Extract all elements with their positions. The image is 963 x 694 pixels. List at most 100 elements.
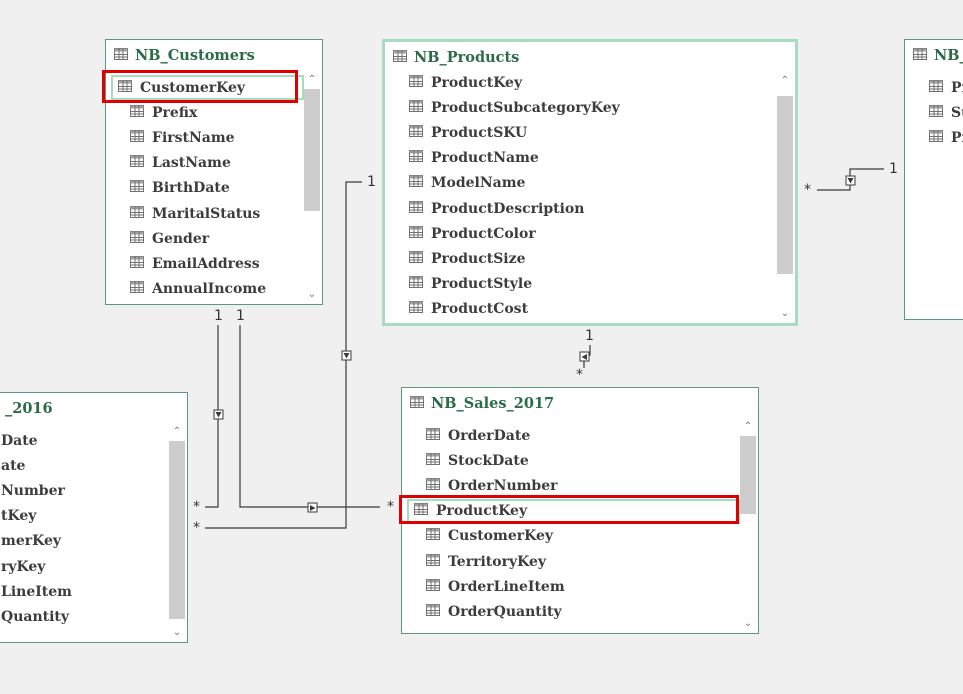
field-row[interactable]: AnnualIncome (106, 277, 304, 302)
field-row[interactable]: tKey (0, 504, 169, 529)
field-grid-icon (929, 129, 943, 146)
field-list: PrSuPr (905, 75, 963, 319)
field-row[interactable]: ate (0, 453, 169, 478)
field-row[interactable]: CustomerKey (402, 524, 740, 549)
field-row[interactable]: ProductKey (385, 70, 777, 95)
chevron-up-icon[interactable]: ⌃ (743, 420, 753, 432)
table-card-header[interactable]: NB_ (905, 40, 963, 70)
field-name: OrderLineItem (448, 578, 565, 595)
field-grid-icon (426, 452, 440, 465)
field-row[interactable]: LastName (106, 151, 304, 176)
field-row[interactable]: ProductColor (385, 221, 777, 246)
field-row[interactable]: OrderQuantity (402, 599, 740, 624)
field-grid-icon (130, 255, 144, 272)
cardinality-one-label: 1 (214, 308, 223, 324)
vertical-scrollbar[interactable]: ⌃ ⌄ (169, 423, 185, 640)
field-grid-icon (409, 225, 423, 242)
field-grid-icon (426, 477, 440, 490)
field-grid-icon (409, 250, 423, 267)
field-name: FirstName (152, 129, 235, 146)
field-grid-icon (130, 281, 144, 297)
scrollbar-thumb[interactable] (740, 436, 756, 514)
chevron-down-icon[interactable]: ⌄ (307, 288, 317, 300)
field-row[interactable]: ProductDescription (385, 196, 777, 221)
vertical-scrollbar[interactable]: ⌃ ⌄ (740, 418, 756, 631)
field-grid-icon (409, 301, 423, 317)
chevron-up-icon[interactable]: ⌃ (780, 74, 790, 86)
field-name: ProductKey (431, 74, 523, 91)
field-row[interactable]: BirthDate (106, 176, 304, 201)
field-grid-icon (130, 104, 144, 121)
field-grid-icon (130, 104, 144, 117)
field-row[interactable]: ModelName (385, 171, 777, 196)
field-row[interactable]: EmailAddress (106, 251, 304, 276)
relationship-line-customers-sales2016 (205, 325, 219, 508)
cardinality-many-label: * (804, 182, 811, 198)
field-name: Date (1, 432, 38, 449)
field-name: OrderNumber (448, 477, 558, 494)
chevron-up-icon[interactable]: ⌃ (172, 425, 182, 437)
chevron-down-icon[interactable]: ⌄ (172, 626, 182, 638)
field-row[interactable]: LineItem (0, 579, 169, 604)
field-row[interactable]: ProductCost (385, 297, 777, 322)
field-row[interactable]: Quantity (0, 604, 169, 629)
table-card-header[interactable]: NB_Sales_2017 (402, 388, 758, 418)
field-row[interactable]: Pr (905, 125, 963, 150)
field-row[interactable]: ProductSKU (385, 120, 777, 145)
field-row[interactable]: Gender (106, 226, 304, 251)
table-card-header[interactable]: NB_Customers (106, 40, 322, 70)
field-row[interactable]: Number (0, 478, 169, 503)
field-row[interactable]: MaritalStatus (106, 201, 304, 226)
table-card-header[interactable]: _2016 (0, 393, 187, 423)
field-row[interactable]: ProductName (385, 146, 777, 171)
field-row[interactable]: merKey (0, 529, 169, 554)
field-grid-icon (409, 150, 423, 166)
chevron-down-icon[interactable]: ⌄ (780, 307, 790, 319)
field-row[interactable]: FirstName (106, 125, 304, 150)
field-grid-icon (409, 74, 423, 91)
field-grid-icon (130, 230, 144, 243)
vertical-scrollbar[interactable]: ⌃ ⌄ (304, 71, 320, 302)
cardinality-one-label: 1 (889, 161, 898, 177)
field-row[interactable]: Su (905, 100, 963, 125)
field-grid-icon (130, 155, 144, 171)
table-grid-icon (410, 395, 424, 412)
field-row[interactable]: TerritoryKey (402, 549, 740, 574)
table-grid-icon (114, 47, 128, 60)
field-row[interactable]: Prefix (106, 100, 304, 125)
field-row[interactable]: ryKey (0, 554, 169, 579)
table-card-partial-right[interactable]: NB_ PrSuPr (904, 39, 963, 320)
field-row[interactable]: OrderLineItem (402, 574, 740, 599)
field-row[interactable]: Pr (905, 75, 963, 100)
table-title: NB_Customers (135, 46, 255, 64)
field-row[interactable]: ProductStyle (385, 272, 777, 297)
scrollbar-thumb[interactable] (777, 96, 793, 274)
field-row[interactable]: ProductSubcategoryKey (385, 95, 777, 120)
scrollbar-thumb[interactable] (304, 89, 320, 211)
field-grid-icon (130, 129, 144, 142)
field-name: ProductDescription (431, 200, 585, 217)
chevron-down-icon[interactable]: ⌄ (743, 617, 753, 629)
field-name: ProductSubcategoryKey (431, 99, 620, 116)
field-row[interactable]: Date (0, 428, 169, 453)
field-row[interactable]: CustomerKey (111, 75, 304, 101)
chevron-up-icon[interactable]: ⌃ (307, 73, 317, 85)
field-row[interactable]: StockDate (402, 448, 740, 473)
table-grid-icon (410, 395, 424, 408)
table-card-header[interactable]: NB_Products (385, 42, 795, 72)
field-grid-icon (426, 553, 440, 570)
vertical-scrollbar[interactable]: ⌃ ⌄ (777, 72, 793, 321)
field-grid-icon (426, 578, 440, 595)
field-name: ProductName (431, 150, 539, 167)
cardinality-many-label: * (193, 520, 200, 536)
field-row[interactable]: ProductSize (385, 246, 777, 271)
field-row[interactable]: OrderDate (402, 423, 740, 448)
scrollbar-thumb[interactable] (169, 441, 185, 619)
field-row[interactable]: OrderNumber (402, 473, 740, 498)
field-grid-icon (409, 301, 423, 314)
